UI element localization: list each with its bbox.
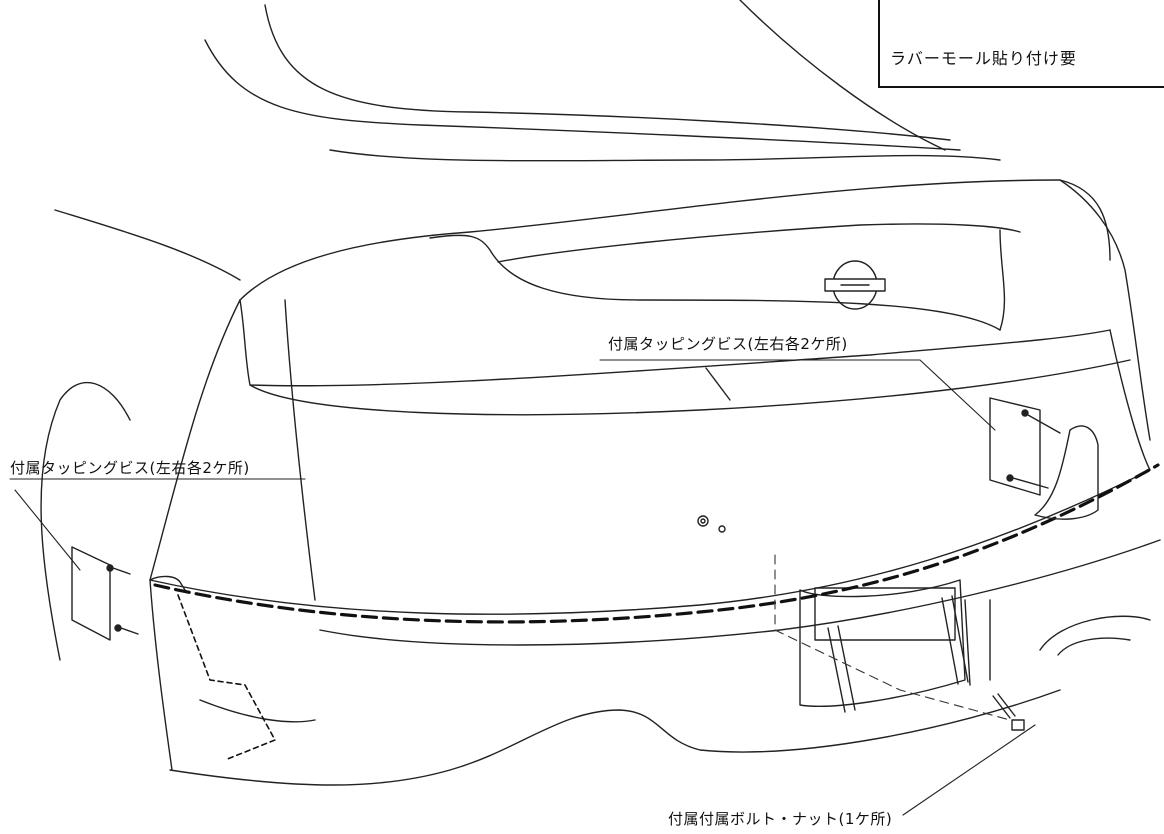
washer-icon xyxy=(718,525,726,533)
guide-box-left xyxy=(71,546,111,641)
exhaust-inner-2 xyxy=(964,599,971,686)
trunk-lid-top xyxy=(239,179,1111,301)
trunk-lid-edge xyxy=(429,234,1001,331)
bumper-valance xyxy=(199,699,316,723)
fender-line-top xyxy=(54,209,241,281)
bumper-end-cap-left xyxy=(149,575,186,591)
roof-line-outer xyxy=(204,39,961,151)
fender-body-line xyxy=(149,299,241,581)
leader-left-screw xyxy=(9,478,306,571)
leader-right-screw xyxy=(599,359,996,431)
body-line-left xyxy=(284,299,316,601)
bumper-left-side xyxy=(149,579,173,771)
screw-right-lower-icon xyxy=(1006,474,1049,489)
trunk-short-line xyxy=(705,367,731,401)
nissan-emblem-icon xyxy=(824,260,886,310)
trunk-center-seam xyxy=(497,223,1021,263)
screw-left-lower-icon xyxy=(114,624,139,635)
bolt-dashed-path xyxy=(774,554,1011,721)
body-line-right xyxy=(1109,329,1151,471)
trunk-inner-curve xyxy=(999,229,1006,331)
bumper-end-dashed xyxy=(177,594,276,761)
rear-window-lower xyxy=(329,149,1001,162)
guide-box-right xyxy=(989,397,1041,496)
callout-bolt-nut: 付属付属ボルト・ナット(1ケ所) xyxy=(668,810,893,828)
callout-tapping-screw-left: 付属タッピングビス(左右各2ケ所) xyxy=(10,459,250,477)
rubber-mole-inset: ラバーモール貼り付け要 xyxy=(878,0,1164,88)
bumper-right-tab xyxy=(1034,425,1099,520)
wheel-arch xyxy=(40,381,131,661)
trunk-lower xyxy=(249,359,1131,416)
rear-window-upper xyxy=(739,0,946,151)
license-recess xyxy=(799,579,966,707)
license-bracket-right xyxy=(941,595,969,685)
bumper-body-lower xyxy=(319,539,1161,646)
inset-caption: ラバーモール貼り付け要 xyxy=(890,49,1077,68)
exhaust-cutout xyxy=(1039,615,1151,651)
nut-icon xyxy=(697,515,709,527)
license-bracket-left xyxy=(827,625,856,713)
bumper-lower-contour xyxy=(169,689,1061,786)
bolt-icon xyxy=(992,693,1025,731)
rubber-mole-dashed-line xyxy=(153,463,1160,624)
exhaust-pipe xyxy=(1057,637,1131,656)
leader-bolt xyxy=(902,724,1036,816)
roof-line-inner xyxy=(264,4,951,141)
bumper-upper-edge xyxy=(149,469,1151,615)
callout-tapping-screw-right: 付属タッピングビス(左右各2ケ所) xyxy=(608,335,848,353)
spoiler-curve xyxy=(1059,179,1151,441)
trunk-ridge xyxy=(239,299,1111,387)
screw-right-upper-icon xyxy=(1021,409,1061,434)
